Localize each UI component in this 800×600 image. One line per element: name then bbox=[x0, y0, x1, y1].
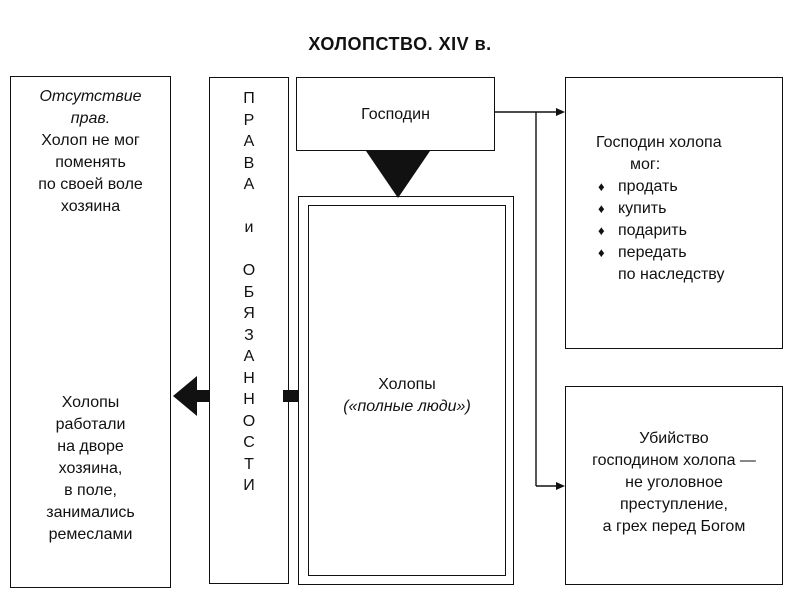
vertical-letter bbox=[209, 196, 289, 218]
left-thick-arrow-icon bbox=[173, 376, 197, 416]
left-box-line-3: Холоп не мог bbox=[41, 132, 140, 149]
diagram-title: ХОЛОПСТВО. XIV в. bbox=[308, 34, 492, 54]
vertical-letter: и bbox=[244, 219, 254, 236]
list-item: ♦ подарить bbox=[596, 220, 776, 242]
master-label: Господин bbox=[361, 106, 430, 123]
down-triangle-arrow-icon bbox=[366, 151, 430, 198]
vertical-letter bbox=[209, 239, 289, 261]
left-box-bottom-line-2: работали bbox=[55, 416, 126, 433]
murder-line-5: а грех перед Богом bbox=[602, 518, 746, 535]
diamond-bullet-icon: ♦ bbox=[598, 201, 605, 216]
rights-duties-box bbox=[209, 77, 289, 584]
vertical-letter: В bbox=[243, 154, 255, 172]
vertical-letter: О bbox=[242, 412, 256, 430]
vertical-letter: Т bbox=[244, 455, 254, 473]
vertical-letter: З bbox=[244, 326, 254, 344]
left-box-bottom-line-1: Холопы bbox=[61, 394, 120, 411]
right-arrowhead-icon bbox=[556, 482, 565, 490]
murder-line-2: господином холопа — bbox=[592, 452, 756, 469]
vertical-letter: И bbox=[243, 477, 255, 494]
master-could-heading-2: мог: bbox=[630, 156, 661, 173]
master-box bbox=[296, 77, 495, 151]
vertical-letter: С bbox=[243, 434, 255, 451]
left-box-line-5: по своей воле bbox=[38, 176, 143, 193]
list-item-text: по наследству bbox=[618, 266, 725, 283]
list-item: ♦ передать bbox=[596, 242, 776, 264]
serfs-label: Холопы («полные люди») bbox=[308, 374, 506, 418]
left-box-bottom-line-4: хозяина, bbox=[58, 460, 123, 477]
list-item: ♦ купить bbox=[596, 198, 776, 220]
left-box-line-2: прав. bbox=[70, 110, 111, 127]
murder-box bbox=[565, 386, 783, 585]
left-box-top-text: Отсутствие прав. Холоп не мог поменять п… bbox=[14, 86, 167, 218]
master-could-text: Господин холопа мог: ♦ продать ♦ купить ♦ п… bbox=[596, 132, 776, 286]
master-could-list: ♦ продать ♦ купить ♦ подарить ♦ передать по … bbox=[596, 176, 776, 286]
left-box-bottom-text: Холопы работали на дворе хозяина, в поле… bbox=[14, 392, 167, 546]
list-item-text: передать bbox=[618, 244, 687, 261]
list-item: ♦ продать bbox=[596, 176, 776, 198]
murder-text: Убийство господином холопа — не уголовно… bbox=[569, 428, 779, 538]
serfs-subtitle: («полные люди») bbox=[343, 398, 471, 415]
left-box bbox=[10, 76, 171, 588]
left-box-line-1: Отсутствие bbox=[39, 88, 142, 105]
serfs-title: Холопы bbox=[378, 376, 436, 393]
vertical-letter: О bbox=[242, 262, 256, 279]
murder-line-4: преступление, bbox=[620, 496, 728, 513]
left-box-bottom-line-7: ремеслами bbox=[48, 526, 133, 543]
list-item-text: подарить bbox=[618, 222, 687, 239]
left-box-bottom-line-6: занимались bbox=[46, 504, 135, 521]
diamond-bullet-icon: ♦ bbox=[598, 223, 605, 238]
vertical-letter: А bbox=[243, 176, 255, 193]
vertical-letter: Р bbox=[243, 111, 255, 129]
list-item-text: продать bbox=[618, 178, 678, 195]
master-could-heading-1: Господин холопа bbox=[596, 134, 722, 151]
diamond-bullet-icon: ♦ bbox=[598, 179, 605, 194]
diamond-bullet-icon: ♦ bbox=[598, 245, 605, 260]
list-item-continuation: по наследству bbox=[596, 264, 776, 286]
vertical-letter: А bbox=[243, 348, 255, 365]
list-item-text: купить bbox=[618, 200, 667, 217]
vertical-letter: Н bbox=[243, 391, 255, 408]
serfs-box-inner bbox=[308, 205, 506, 576]
vertical-letter: Я bbox=[243, 305, 255, 322]
rights-duties-vertical-text: П Р А В А и О Б Я З А Н Н О С Т И bbox=[209, 88, 289, 497]
murder-line-1: Убийство bbox=[639, 430, 709, 447]
left-box-line-4: поменять bbox=[55, 154, 126, 171]
murder-line-3: не уголовное bbox=[625, 474, 723, 491]
left-box-bottom-line-5: в поле, bbox=[64, 482, 117, 499]
vertical-letter: А bbox=[243, 133, 255, 150]
left-box-bottom-line-3: на дворе bbox=[57, 438, 124, 455]
vertical-letter: Б bbox=[243, 283, 255, 301]
thick-arrow-shaft bbox=[193, 390, 209, 402]
vertical-letter: П bbox=[243, 90, 255, 107]
left-box-line-6: хозяина bbox=[60, 198, 121, 215]
master-could-box bbox=[565, 77, 783, 349]
right-arrowhead-icon bbox=[556, 108, 565, 116]
vertical-letter: Н bbox=[243, 369, 255, 387]
